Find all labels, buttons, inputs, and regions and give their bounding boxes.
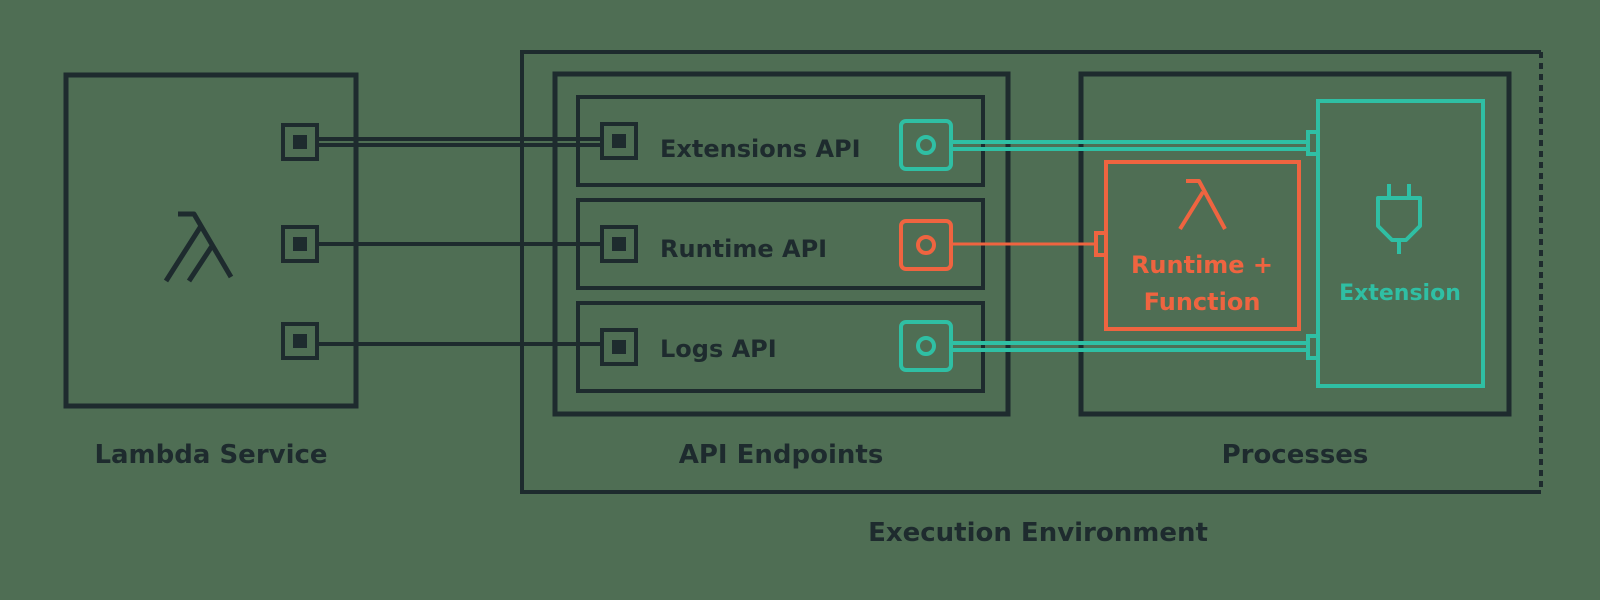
lambda-connectors <box>317 137 602 346</box>
runtime-lambda-icon <box>1178 179 1227 231</box>
processes-box <box>1078 71 1512 417</box>
runtime-function-port <box>1094 231 1108 257</box>
logs-teal-connector <box>951 341 1308 352</box>
runtime-api-in-port <box>600 225 638 263</box>
lambda-service-label: Lambda Service <box>94 440 327 470</box>
runtime-api-out-port <box>899 219 953 271</box>
extension-plug-icon <box>1376 184 1422 254</box>
lambda-service-box <box>63 72 359 409</box>
logs-api-out-port <box>899 320 953 372</box>
runtime-api-label: Runtime API <box>660 235 827 263</box>
execution-environment-label: Execution Environment <box>868 518 1208 548</box>
processes-label: Processes <box>1222 440 1369 470</box>
extensions-api-in-port <box>600 122 638 160</box>
lambda-service-icon <box>163 211 234 283</box>
runtime-label-line1: Runtime + <box>1131 251 1273 279</box>
lambda-port-runtime <box>281 225 319 263</box>
execution-environment-frame <box>520 50 1543 494</box>
extension-port-bottom <box>1306 334 1320 360</box>
extensions-api-label: Extensions API <box>660 135 861 163</box>
extension-label: Extension <box>1339 281 1461 306</box>
lambda-port-extensions <box>281 123 319 161</box>
logs-api-row <box>576 301 985 393</box>
api-endpoints-label: API Endpoints <box>679 440 884 470</box>
runtime-label-line2: Function <box>1144 288 1261 316</box>
lambda-port-logs <box>281 322 319 360</box>
extensions-teal-connector <box>951 140 1308 151</box>
logs-api-label: Logs API <box>660 335 777 363</box>
extensions-api-out-port <box>899 119 953 171</box>
extension-port-top <box>1306 130 1320 156</box>
logs-api-in-port <box>600 328 638 366</box>
extension-box <box>1316 99 1485 388</box>
